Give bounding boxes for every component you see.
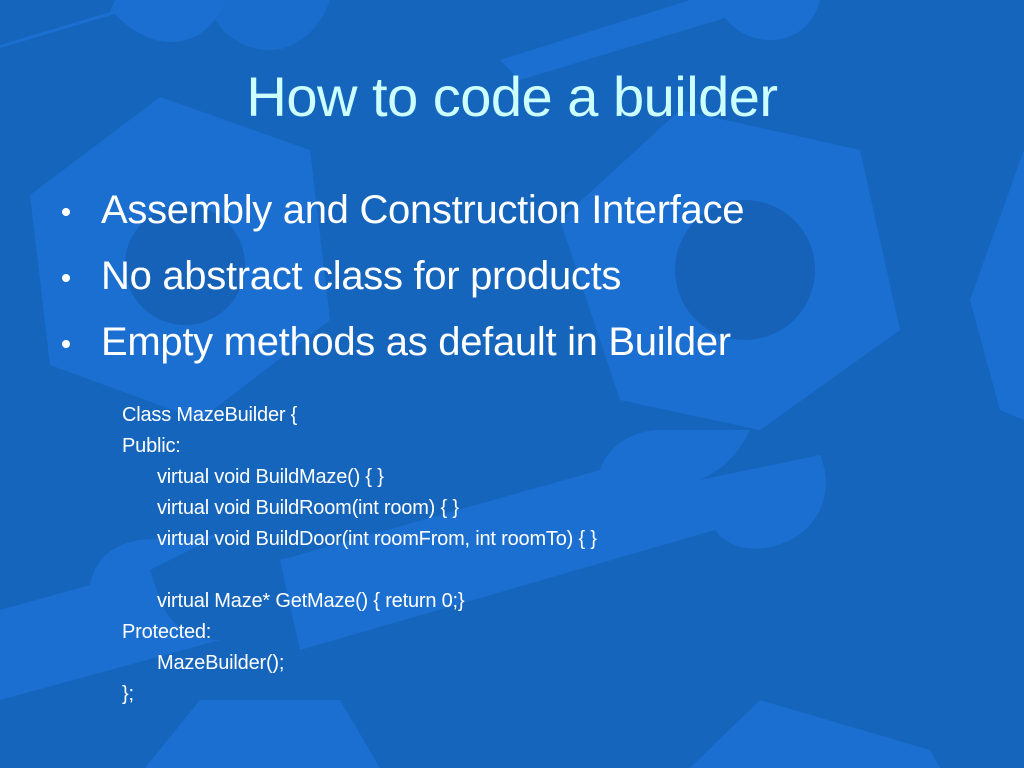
code-line: Class MazeBuilder { — [122, 404, 298, 426]
code-line-blank — [122, 555, 597, 586]
bullet-text: Assembly and Construction Interface — [101, 188, 745, 232]
bullet-item: Empty methods as default in Builder — [56, 320, 744, 364]
code-line: Public: — [122, 435, 181, 457]
code-line: virtual void BuildMaze() { } — [157, 466, 384, 488]
code-line: virtual void BuildDoor(int roomFrom, int… — [157, 528, 597, 550]
bullet-dot-icon — [62, 340, 70, 348]
hex-nut-icon — [690, 700, 940, 768]
bullet-list: Assembly and Construction Interface No a… — [56, 188, 744, 386]
nut-hole — [125, 205, 245, 325]
code-block: Class MazeBuilder { Public: virtual void… — [122, 400, 597, 710]
slide-title: How to code a builder — [246, 65, 778, 128]
bullet-text: No abstract class for products — [101, 254, 622, 298]
code-line: virtual Maze* GetMaze() { return 0;} — [157, 590, 465, 612]
code-line: virtual void BuildRoom(int room) { } — [157, 497, 459, 519]
bullet-item: No abstract class for products — [56, 254, 744, 298]
bullet-text: Empty methods as default in Builder — [101, 320, 731, 364]
bullet-item: Assembly and Construction Interface — [56, 188, 744, 232]
bullet-dot-icon — [62, 208, 70, 216]
wrench-icon — [0, 0, 225, 48]
bullet-dot-icon — [62, 274, 70, 282]
code-line: }; — [122, 683, 134, 705]
wrench-icon — [0, 535, 220, 700]
wrench-icon — [210, 0, 330, 50]
wrench-icon — [280, 430, 826, 650]
code-line: Protected: — [122, 621, 212, 643]
nut-hole — [675, 200, 815, 340]
code-line: MazeBuilder(); — [157, 652, 285, 674]
hex-nut-icon — [145, 700, 380, 768]
hex-nut-icon — [970, 150, 1024, 420]
wrench-icon — [500, 0, 820, 80]
